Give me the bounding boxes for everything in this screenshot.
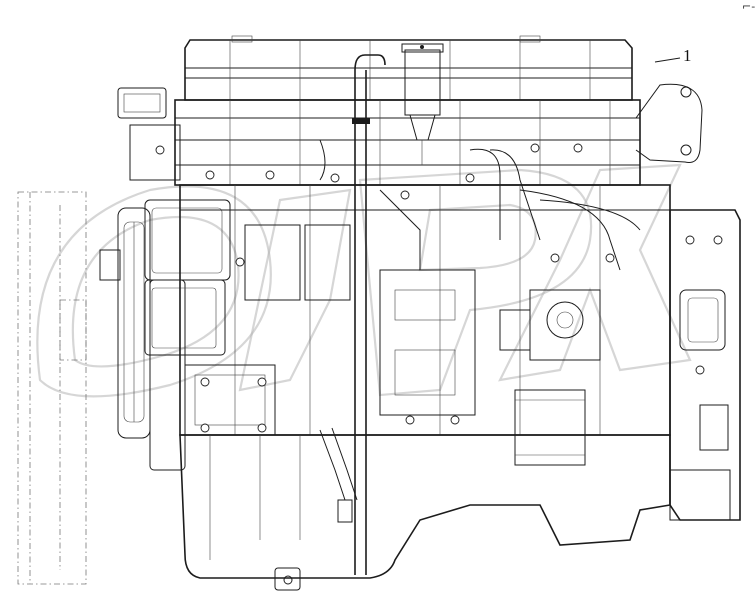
dipstick-tube (352, 54, 386, 575)
watermark (36, 163, 692, 398)
lifting-bracket (635, 57, 703, 163)
front-pulley (99, 199, 231, 471)
fan-outline (17, 191, 87, 585)
oil-filter (514, 389, 586, 466)
flywheel-housing (669, 209, 741, 521)
callout-label: 1 (683, 46, 692, 65)
oil-pan (179, 434, 671, 591)
injection-pump (379, 269, 601, 416)
valve-cover (184, 35, 633, 101)
drain-pipe (319, 427, 358, 523)
callout-leader (654, 57, 681, 63)
cylinder-head (117, 87, 641, 186)
bolt-set (155, 143, 723, 433)
fuel-lines (319, 139, 641, 271)
oil-filler (401, 43, 444, 165)
corner-mark: ⌐- (742, 0, 756, 13)
